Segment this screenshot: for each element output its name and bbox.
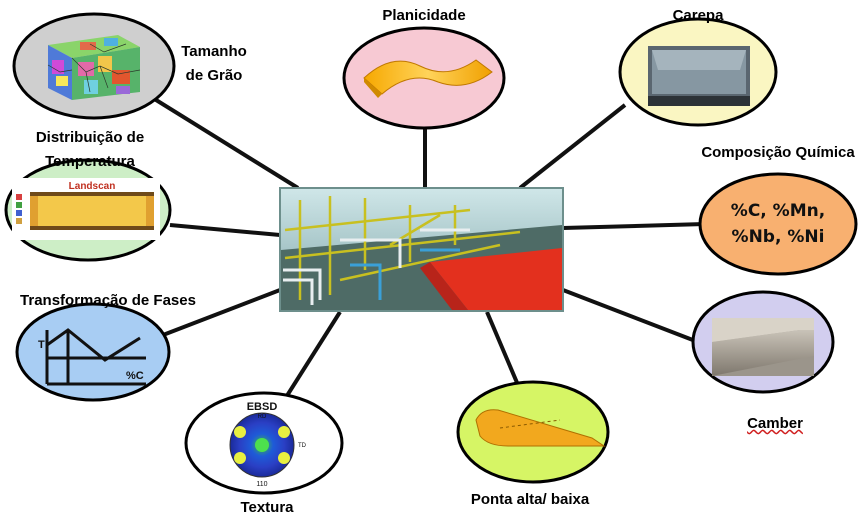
label-tamanho-grao-1: Tamanho xyxy=(181,43,247,60)
phase-axis-y: T xyxy=(38,339,45,351)
label-carepa: Carepa xyxy=(672,7,724,24)
label-textura: Textura xyxy=(240,499,294,516)
label-distribuicao-1: Distribuição de xyxy=(35,129,145,146)
phase-diagram-image xyxy=(45,328,146,386)
connector-textura xyxy=(281,310,342,404)
ebsd-td: TD xyxy=(298,443,307,449)
node-ponta xyxy=(456,380,610,484)
node-tamanho-grao xyxy=(12,12,176,120)
composicao-line1: %C, %Mn, xyxy=(731,201,825,221)
phase-axis-x: %C xyxy=(126,370,144,382)
landscan-text: Landscan xyxy=(69,181,116,192)
label-distribuicao-2: Temperatura xyxy=(45,153,135,170)
label-ponta: Ponta alta/ baixa xyxy=(470,491,590,508)
label-camber: Camber xyxy=(747,415,803,432)
node-camber xyxy=(691,290,835,394)
label-planicidade: Planicidade xyxy=(382,7,466,24)
connector-lines xyxy=(146,93,706,404)
center-rolling-mill-photo xyxy=(279,187,564,312)
ponta-plate-image xyxy=(475,409,606,447)
composicao-line2: %Nb, %Ni xyxy=(732,227,825,247)
scale-slab-image xyxy=(648,46,750,106)
connector-distribuicao xyxy=(169,223,281,237)
label-tamanho-grao-2: de Grão xyxy=(185,67,243,84)
label-composicao: Composição Química xyxy=(701,144,855,161)
connector-transformacao xyxy=(162,288,281,337)
connector-tamanho xyxy=(146,93,300,190)
node-carepa xyxy=(618,17,778,127)
ebsd-rd: RD xyxy=(258,414,267,420)
node-planicidade xyxy=(342,26,506,130)
connector-composicao xyxy=(562,222,706,230)
wavy-plate-image xyxy=(363,59,493,95)
connector-ponta xyxy=(485,311,520,386)
connector-carepa xyxy=(518,103,627,190)
node-composicao: %C, %Mn, %Nb, %Ni xyxy=(698,172,858,276)
landscan-image: Landscan xyxy=(12,178,160,240)
ebsd-title: EBSD xyxy=(247,401,278,413)
label-transformacao: Transformação de Fases xyxy=(20,292,196,309)
node-distribuicao: Landscan xyxy=(4,158,172,262)
ebsd-bottom: 110 xyxy=(256,481,267,488)
grain-cube-image xyxy=(47,35,141,100)
camber-plate-image xyxy=(712,318,814,376)
connector-camber xyxy=(562,288,699,344)
node-textura: EBSD RD TD 110 xyxy=(184,391,344,495)
node-transformacao: T %C xyxy=(15,302,171,402)
